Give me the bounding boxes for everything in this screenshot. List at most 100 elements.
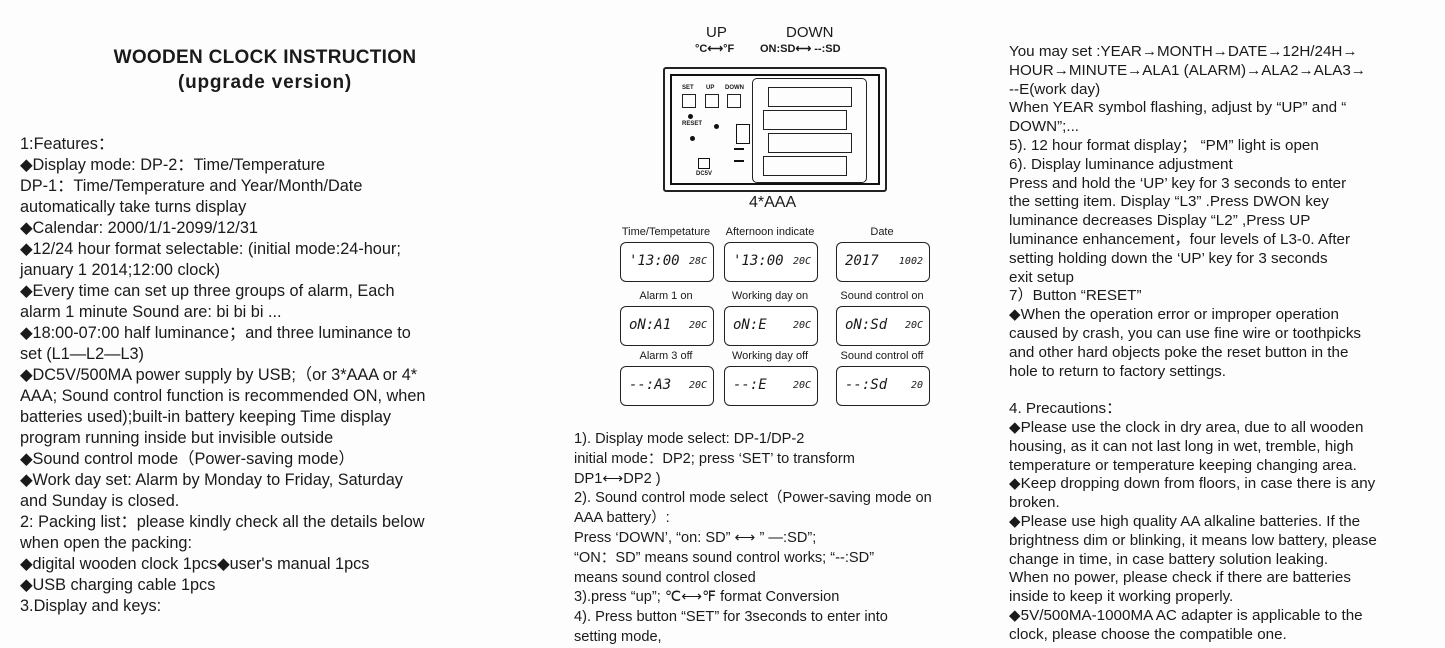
text-line: ◆Display mode: DP-2：Time/Temperature	[20, 156, 326, 174]
text-line: 4). Press button “SET” for 3seconds to e…	[574, 609, 888, 626]
text-line: ◆When the operation error or improper op…	[1009, 306, 1339, 324]
lcd-main-digits: '13:00	[733, 253, 784, 269]
display-label: Afternoon indicate	[725, 226, 815, 238]
text-line: and Sunday is closed.	[20, 492, 180, 510]
lcd-small-digits: 20C	[792, 256, 811, 267]
text-line: initial mode：DP2; press ‘SET’ to transfo…	[574, 450, 855, 467]
lcd-display-example: 2017 1002	[836, 242, 930, 282]
display-label: Time/Tempetature	[621, 226, 711, 238]
display-label: Date	[870, 226, 894, 238]
text-line: ◆18:00-07:00 half luminance；and three lu…	[20, 324, 411, 342]
text-line: exit setup	[1009, 268, 1075, 286]
text-line: 7）Button “RESET”	[1009, 287, 1142, 305]
lcd-small-digits: 20C	[688, 320, 707, 331]
lcd-main-digits: 2017	[845, 253, 879, 269]
lcd-small-digits: 20C	[792, 380, 811, 391]
lcd-display-example: oN:A1 20C	[620, 306, 714, 346]
left-title: WOODEN CLOCK INSTRUCTION	[113, 47, 417, 68]
text-line: 5). 12 hour format display； “PM” light i…	[1009, 136, 1319, 154]
display-label: Alarm 3 off	[639, 350, 693, 362]
text-line: ◆Keep dropping down from floors, in case…	[1009, 475, 1376, 493]
lcd-main-digits: oN:A1	[629, 317, 672, 333]
text-line: alarm 1 minute Sound are: bi bi bi ...	[20, 303, 282, 321]
up-label: UP	[706, 85, 715, 91]
lcd-main-digits: --:Sd	[845, 377, 888, 393]
text-line: ◆DC5V/500MA power supply by USB;（or 3*AA…	[20, 366, 418, 384]
text-line: temperature or temperature keeping chang…	[1009, 456, 1357, 474]
display-label: Alarm 1 on	[639, 290, 693, 302]
down-button-diagram	[727, 94, 741, 108]
text-line: luminance enhancement，four levels of L3-…	[1009, 230, 1351, 248]
text-line: set (L1—L2—L3)	[20, 345, 144, 363]
lcd-small-digits: 28C	[688, 256, 707, 267]
text-line: AAA; Sound control function is recommend…	[20, 387, 426, 405]
text-line: DP1⟷DP2 )	[574, 470, 661, 487]
battery-compartment	[752, 78, 867, 183]
text-line: when open the packing:	[20, 534, 192, 552]
text-line: ◆5V/500MA-1000MA AC adapter is applicabl…	[1009, 606, 1363, 624]
battery-icon	[768, 87, 852, 107]
text-line: DP-1：Time/Temperature and Year/Month/Dat…	[20, 177, 363, 195]
text-line: setting holding down the ‘UP’ key for 3 …	[1009, 249, 1328, 267]
down-label: DOWN	[725, 85, 744, 91]
text-line: 1:Features：	[20, 135, 115, 153]
text-line: ◆digital wooden clock 1pcs◆user's manual…	[20, 555, 370, 573]
text-line: 1). Display mode select: DP-1/DP-2	[574, 431, 805, 447]
display-label: Sound control off	[840, 350, 924, 362]
text-line: --E(work day)	[1009, 80, 1101, 98]
text-line: When no power, please check if there are…	[1009, 569, 1351, 587]
text-line: 6). Display luminance adjustment	[1009, 155, 1233, 173]
left-subtitle: (upgrade version)	[177, 72, 353, 93]
text-line: broken.	[1009, 494, 1060, 512]
switch-icon	[736, 124, 750, 144]
up-button-diagram	[705, 94, 719, 108]
text-line: change in time, in case battery solution…	[1009, 550, 1329, 568]
text-line: the setting item. Display “L3” .Press DW…	[1009, 193, 1329, 211]
lcd-display-example: '13:00 20C	[724, 242, 818, 282]
text-line: ◆Calendar: 2000/1/1-2099/12/31	[20, 219, 258, 237]
left-column: 1:Features： ◆Display mode: DP-2：Time/Temp…	[20, 134, 425, 617]
lcd-display-example: '13:00 28C	[620, 242, 714, 282]
lcd-main-digits: oN:Sd	[845, 317, 888, 333]
text-line: means sound control closed	[574, 569, 756, 586]
text-line: housing, as it can not last long in wet,…	[1009, 437, 1354, 455]
reset-hole	[688, 114, 693, 119]
display-label: Working day on	[731, 290, 809, 302]
up-key-label: UP	[706, 24, 727, 41]
battery-icon	[763, 110, 847, 130]
text-line: automatically take turns display	[20, 198, 247, 216]
clock-back-panel-diagram: SET UP DOWN RESET DC5V	[663, 67, 887, 192]
text-line: 2: Packing list：please kindly check all …	[20, 513, 425, 531]
text-line: program running inside but invisible out…	[20, 429, 334, 447]
text-line: brightness dim or blinking, it means low…	[1009, 531, 1377, 549]
lcd-small-digits: 1002	[898, 256, 923, 267]
text-line: Press and hold the ‘UP’ key for 3 second…	[1009, 174, 1347, 192]
text-line	[1009, 381, 1377, 400]
text-line: january 1 2014;12:00 clock)	[20, 261, 221, 279]
text-line: 3).press “up”; ℃⟷℉ format Conversion	[574, 589, 840, 606]
set-button-diagram	[682, 94, 696, 108]
text-line: “ON：SD” means sound control works; “--:S…	[574, 549, 875, 566]
battery-icon	[768, 133, 852, 153]
lcd-display-example: --:Sd 20	[836, 366, 930, 406]
dc-label: DC5V	[696, 171, 713, 177]
text-line: ◆Please use the clock in dry area, due t…	[1009, 418, 1364, 436]
text-line: 2). Sound control mode select（Power-savi…	[574, 490, 932, 507]
text-line: ◆USB charging cable 1pcs	[20, 576, 216, 594]
text-line: batteries used);built-in battery keeping…	[20, 408, 392, 426]
battery-caption: 4*AAA	[749, 194, 797, 211]
down-key-label: DOWN	[786, 24, 834, 41]
text-line: ◆12/24 hour format selectable: (initial …	[20, 240, 401, 258]
indicator-dot	[690, 136, 695, 141]
lcd-main-digits: '13:00	[629, 253, 680, 269]
sensor-dot	[714, 124, 719, 129]
text-line: AAA battery）:	[574, 510, 670, 527]
speaker-icon	[734, 148, 744, 162]
text-line: ◆Please use high quality AA alkaline bat…	[1009, 512, 1361, 530]
text-line: clock, please choose the compatible one.	[1009, 625, 1287, 643]
text-line: When YEAR symbol flashing, adjust by “UP…	[1009, 99, 1347, 117]
lcd-small-digits: 20	[910, 380, 923, 391]
